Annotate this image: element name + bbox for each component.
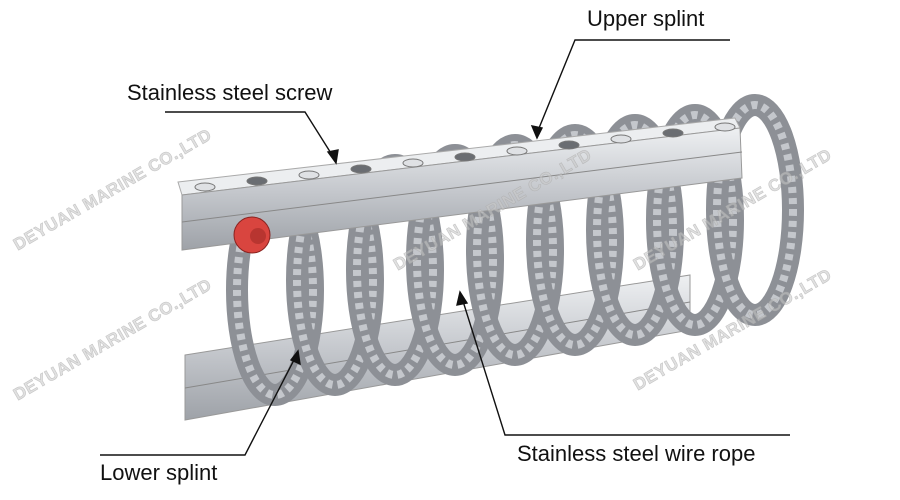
wire-rope-label: Stainless steel wire rope bbox=[517, 441, 756, 466]
wire-rope-arrow bbox=[456, 290, 469, 306]
screw-hole bbox=[350, 164, 372, 174]
red-nut bbox=[233, 216, 271, 254]
screw-holes bbox=[194, 122, 736, 192]
screw-leader bbox=[165, 111, 335, 159]
wire-rope-loop bbox=[713, 101, 797, 319]
screw-head bbox=[194, 182, 216, 192]
upper-splint-leader bbox=[536, 39, 730, 134]
wire-rope-loop bbox=[653, 111, 737, 329]
screw-hole bbox=[662, 128, 684, 138]
leader-lines bbox=[100, 39, 790, 456]
wire-rope-loop bbox=[593, 121, 677, 339]
lower-splint-leader bbox=[100, 355, 297, 456]
screw-hole bbox=[558, 140, 580, 150]
screw-arrow bbox=[326, 149, 339, 165]
screw-head bbox=[714, 122, 736, 132]
screw-hole bbox=[454, 152, 476, 162]
upper-splint-arrow bbox=[530, 125, 544, 140]
wire-rope-loop bbox=[533, 131, 617, 349]
lower-splint-label: Lower splint bbox=[100, 460, 218, 485]
screw-head bbox=[298, 170, 320, 180]
screw-head bbox=[402, 158, 424, 168]
wire-rope-leader bbox=[461, 297, 790, 436]
screw-head bbox=[610, 134, 632, 144]
lower-splint-arrow bbox=[289, 349, 301, 366]
upper-splint-label: Upper splint bbox=[587, 6, 705, 31]
screw-head bbox=[506, 146, 528, 156]
screw-hole bbox=[246, 176, 268, 186]
screw-label: Stainless steel screw bbox=[127, 80, 333, 105]
